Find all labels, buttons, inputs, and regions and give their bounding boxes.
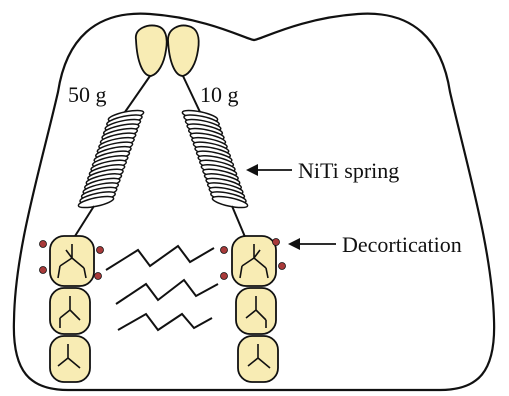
palatal-rugae — [106, 246, 218, 330]
decortication-dot — [40, 241, 47, 248]
tooth-left-1 — [50, 236, 94, 286]
decortication-dot — [221, 273, 228, 280]
force-label-left: 50 g — [68, 82, 107, 107]
ruga-2 — [116, 280, 218, 304]
incisor-left — [136, 26, 167, 76]
incisor-right — [168, 26, 199, 76]
decortication-dot — [95, 273, 102, 280]
tooth-left-3 — [50, 336, 90, 382]
right-posterior-teeth — [232, 236, 278, 382]
tooth-right-1 — [232, 236, 276, 286]
niti-spring-right — [182, 108, 249, 210]
niti-spring-left — [78, 108, 145, 210]
decortication-dot — [279, 263, 286, 270]
force-label-right: 10 g — [200, 82, 239, 107]
wire-left-upper — [125, 76, 150, 112]
tooth-right-3 — [238, 336, 278, 382]
decortication-label: Decortication — [342, 232, 462, 257]
spring-label: NiTi spring — [298, 158, 399, 183]
ruga-1 — [106, 246, 214, 270]
incisor-teeth — [136, 26, 199, 76]
spring-pointer — [246, 164, 292, 176]
decortication-pointer — [288, 238, 336, 250]
decortication-dot — [221, 247, 228, 254]
decortication-dot — [40, 267, 47, 274]
left-posterior-teeth — [50, 236, 94, 382]
wire-right-upper — [183, 76, 200, 112]
tooth-right-2 — [236, 288, 276, 334]
ruga-3 — [118, 314, 212, 330]
arrowhead-icon — [246, 164, 258, 176]
tooth-left-2 — [50, 288, 90, 334]
decortication-dot — [97, 247, 104, 254]
decortication-dot — [273, 239, 280, 246]
arrowhead-icon — [288, 238, 300, 250]
